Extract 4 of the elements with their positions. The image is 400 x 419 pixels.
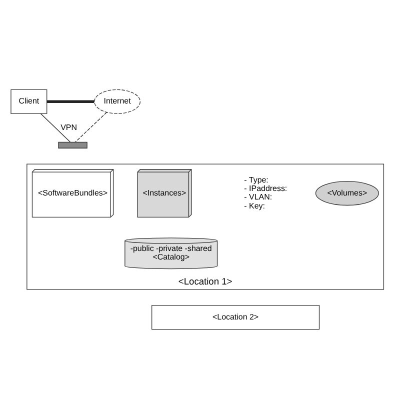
connector: [74, 112, 108, 142]
connector: [46, 100, 94, 103]
connector: [40, 113, 71, 142]
node-bar: [58, 142, 88, 148]
